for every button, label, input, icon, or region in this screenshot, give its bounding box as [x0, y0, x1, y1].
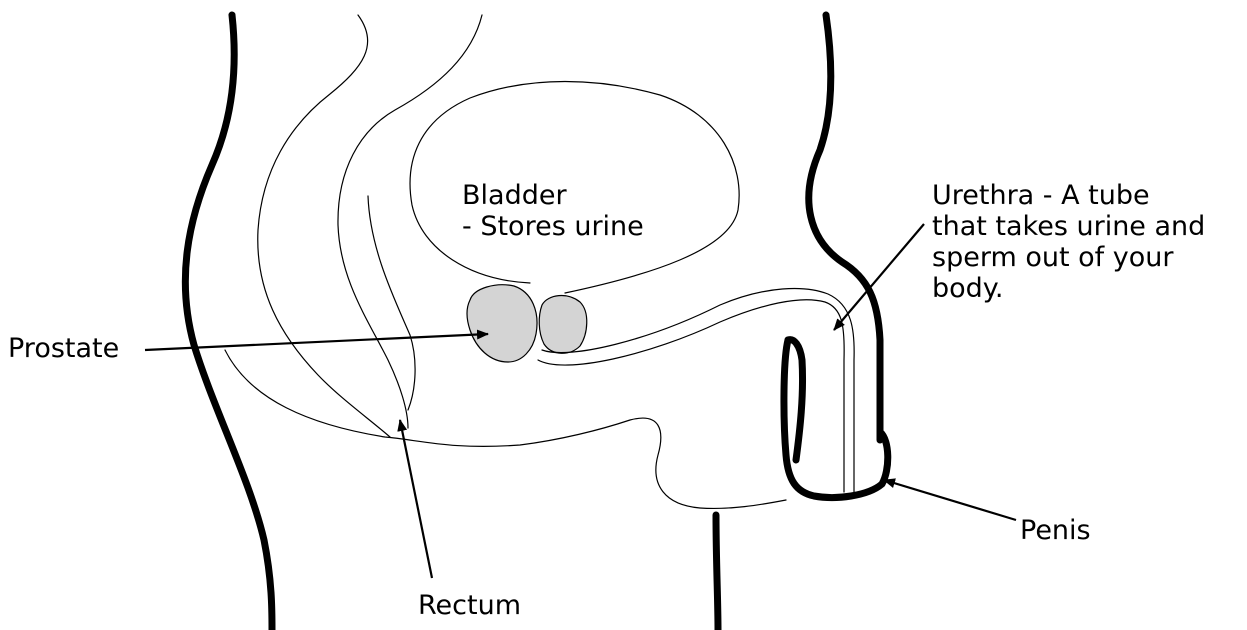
buttock-curve	[258, 15, 390, 437]
urethra-label-line-1: Urethra - A tube	[932, 180, 1205, 211]
bladder-label-line-1: Bladder	[462, 180, 644, 211]
rectum-wall	[338, 15, 482, 428]
urethra-inner	[542, 289, 854, 492]
penis-pointer	[884, 480, 1016, 520]
scrotum-outline	[788, 340, 803, 460]
urethra-label: Urethra - A tube that takes urine and sp…	[932, 180, 1205, 304]
prostate-lobe-right	[539, 296, 587, 354]
prostate-lobe-left	[467, 285, 537, 362]
rectum-inner	[368, 196, 415, 410]
rectum-pointer	[400, 420, 432, 578]
back-outline	[185, 15, 272, 630]
urethra-label-line-3: sperm out of your	[932, 242, 1205, 273]
penis-label: Penis	[1020, 515, 1091, 546]
perineum-line	[225, 350, 786, 508]
thigh-outline	[716, 515, 718, 630]
rectum-label: Rectum	[418, 590, 521, 621]
bladder-label: Bladder - Stores urine	[462, 180, 644, 242]
urethra-label-line-2: that takes urine and	[932, 211, 1205, 242]
prostate-label: Prostate	[8, 333, 119, 364]
bladder-label-line-2: - Stores urine	[462, 211, 644, 242]
urethra-label-line-4: body.	[932, 273, 1205, 304]
